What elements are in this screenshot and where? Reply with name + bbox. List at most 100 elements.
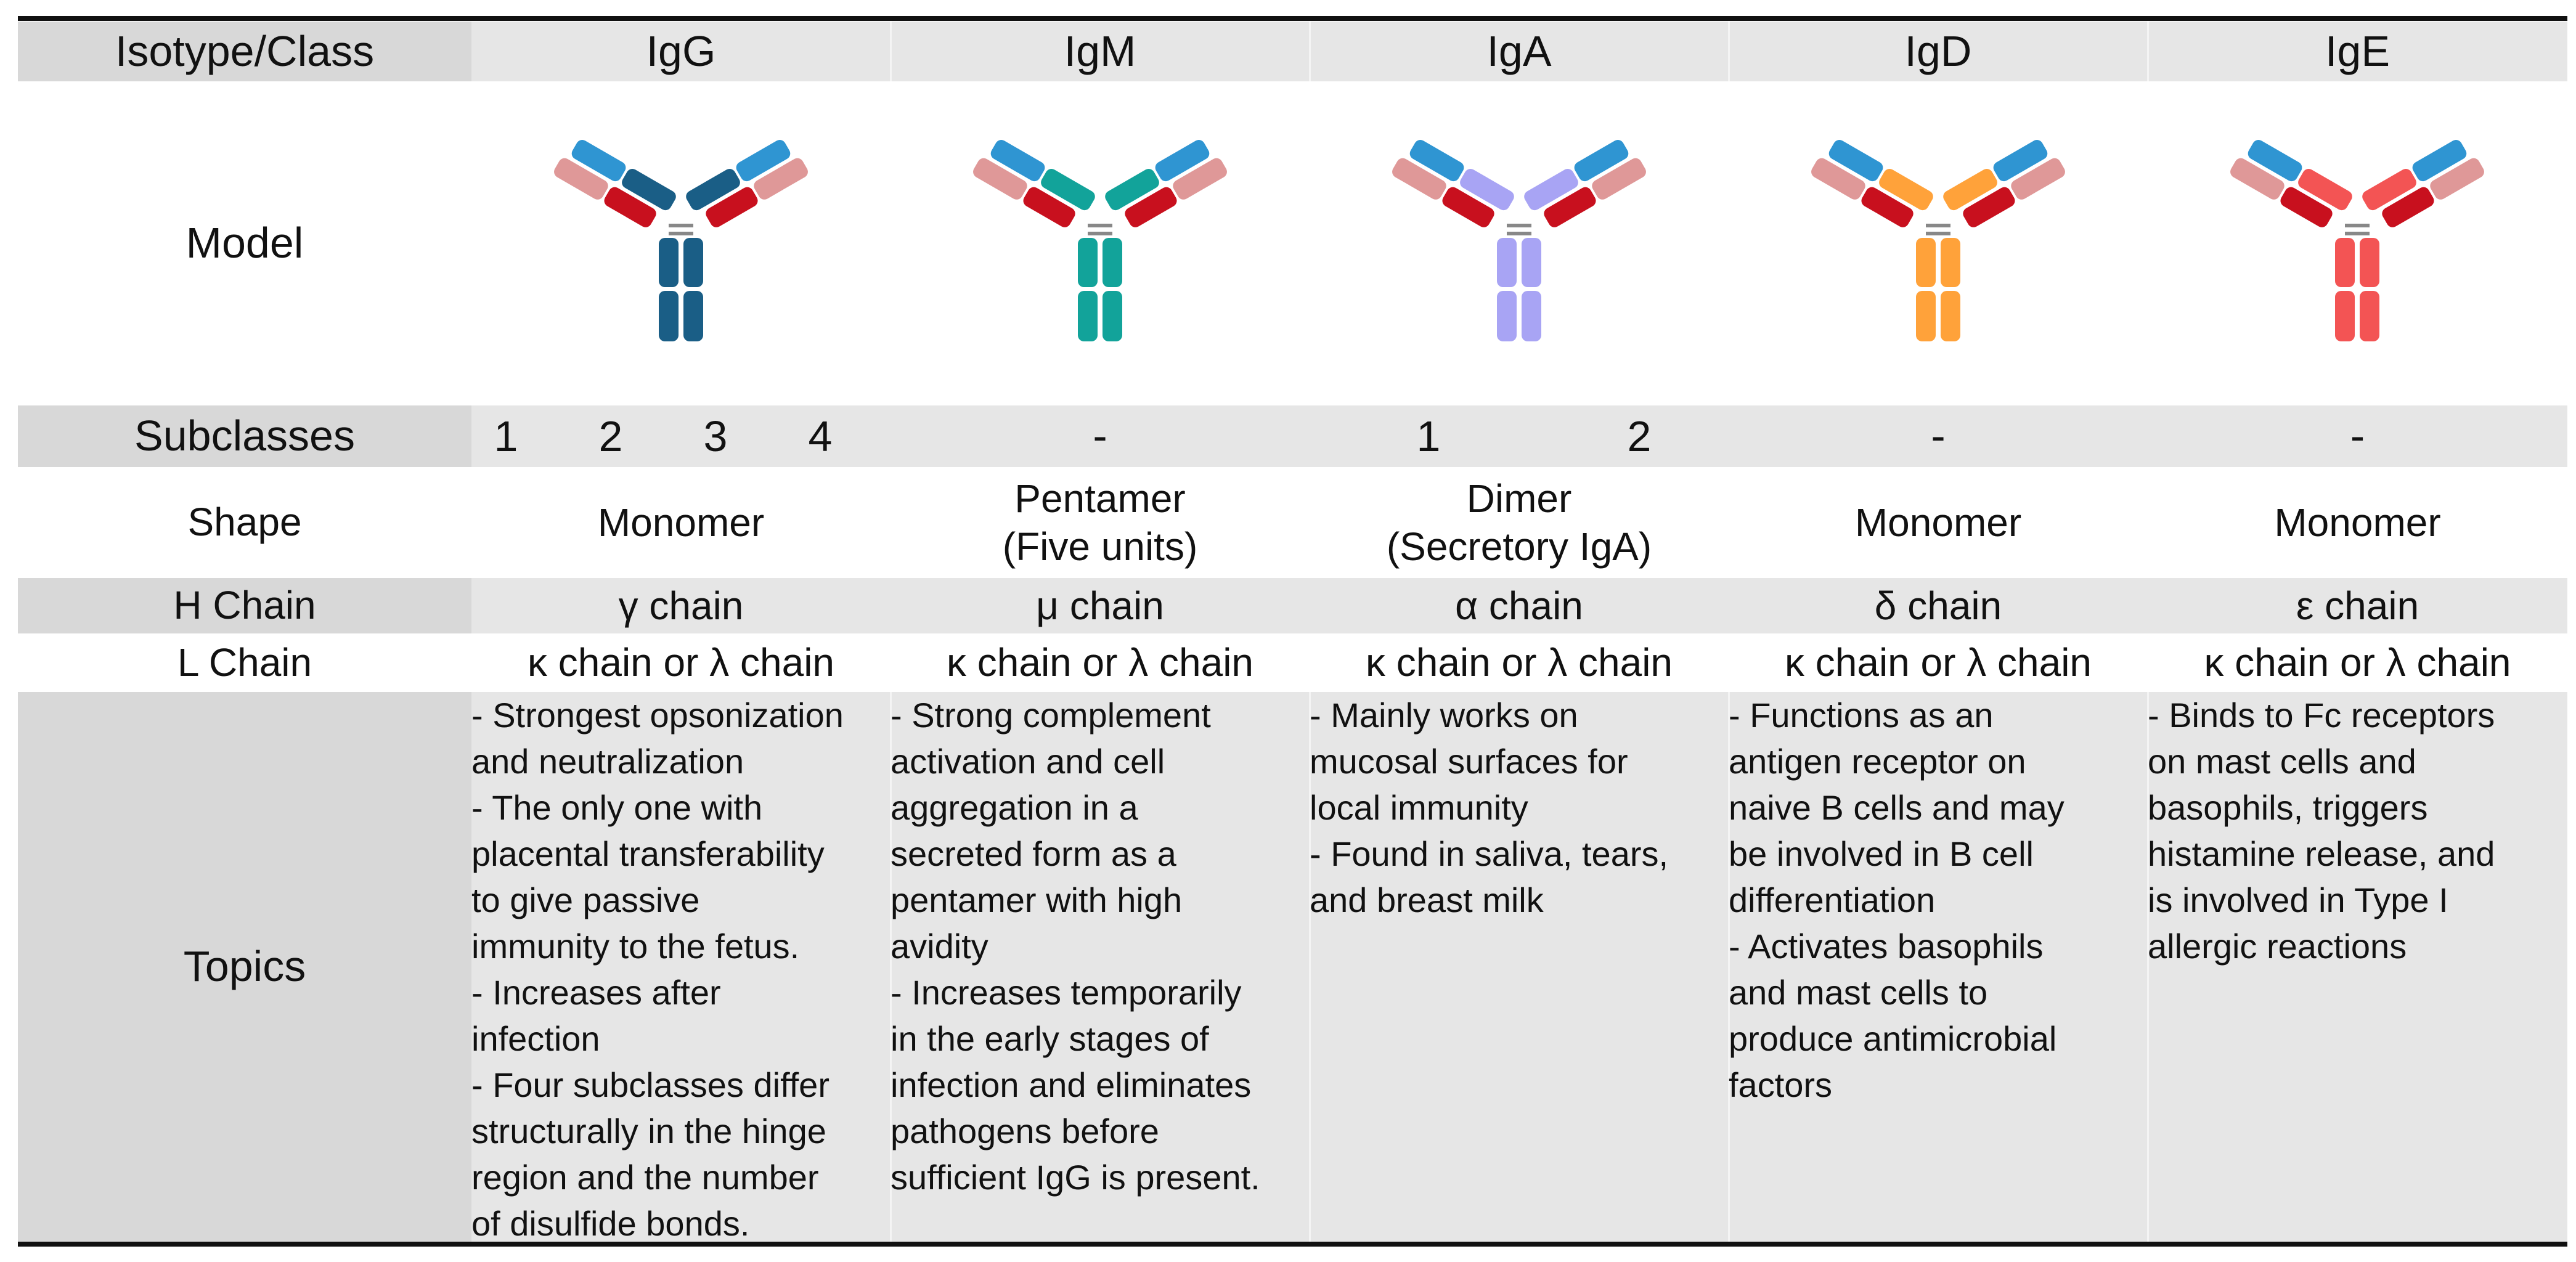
igd-isotype: IgD <box>1904 26 1972 75</box>
fc-domain <box>1078 238 1098 287</box>
disulfide-bond <box>1088 232 1112 235</box>
fc-domain <box>683 238 703 287</box>
constant-heavy-domain <box>622 169 676 211</box>
igg-antibody-model <box>554 140 808 341</box>
fc-domain <box>1103 291 1122 341</box>
disulfide-bond <box>1088 224 1112 227</box>
iga-antibody-model <box>1392 140 1646 341</box>
igm-subclass: - <box>1093 412 1107 460</box>
column-separator <box>1309 22 1311 81</box>
left-arm <box>554 140 676 227</box>
fc-domain <box>1078 291 1098 341</box>
fc-domain <box>683 291 703 341</box>
disulfide-bond <box>1926 224 1950 227</box>
header-isotype: Isotype/Class <box>18 22 471 81</box>
constant-heavy-domain <box>1879 169 1933 211</box>
constant-heavy-domain <box>2298 169 2352 211</box>
igd-hchain: δ chain <box>1874 583 2002 628</box>
constant-heavy-domain <box>686 169 740 211</box>
variable-light-domain <box>973 158 1027 200</box>
disulfide-bond <box>1507 232 1531 235</box>
right-arm <box>1524 140 1646 227</box>
disulfide-bond <box>2345 224 2370 227</box>
constant-light-domain <box>1125 187 1177 227</box>
variable-light-domain <box>1811 158 1865 200</box>
column-separator <box>890 692 892 1242</box>
constant-light-domain <box>1861 187 1914 227</box>
igm-isotype: IgM <box>1064 26 1136 75</box>
header-model: Model <box>185 219 304 267</box>
variable-light-domain <box>2011 158 2065 200</box>
igm-antibody-model <box>973 140 1227 341</box>
column-separator <box>1309 692 1311 1242</box>
iga-subclass-2: 2 <box>1627 412 1652 460</box>
bottom-rule <box>18 1242 2567 1247</box>
disulfide-bond <box>669 224 693 227</box>
constant-light-domain <box>604 187 656 227</box>
fc-domain <box>1497 291 1517 341</box>
constant-light-domain <box>2382 187 2434 227</box>
column-separator <box>2147 22 2149 81</box>
ige-subclass: - <box>2350 412 2365 460</box>
fc-domain <box>2335 291 2355 341</box>
disulfide-bond <box>2345 232 2370 235</box>
igm-lchain: κ chain or λ chain <box>946 640 1254 685</box>
fc-domain <box>659 238 679 287</box>
header-lchain: L Chain <box>177 640 312 685</box>
constant-heavy-domain <box>1524 169 1578 211</box>
iga-hchain: α chain <box>1455 583 1583 628</box>
variable-heavy-domain <box>1993 140 2048 182</box>
igm-shape: Pentamer (Five units) <box>1002 476 1198 569</box>
igg-lchain: κ chain or λ chain <box>527 640 835 685</box>
igg-hchain: γ chain <box>618 583 744 628</box>
fc-domain <box>2360 291 2379 341</box>
iga-lchain: κ chain or λ chain <box>1365 640 1673 685</box>
variable-heavy-domain <box>1574 140 1629 182</box>
fc-domain <box>1497 238 1517 287</box>
ige-shape: Monomer <box>2274 500 2441 545</box>
antibody-isotype-table: Isotype/Class Model Subclasses Shape H C… <box>18 0 2567 1262</box>
constant-heavy-domain <box>1105 169 1159 211</box>
constant-heavy-domain <box>2362 169 2416 211</box>
top-rule <box>18 16 2567 21</box>
variable-light-domain <box>1592 158 1646 200</box>
right-arm <box>1943 140 2065 227</box>
right-arm <box>686 140 808 227</box>
iga-shape: Dimer (Secretory IgA) <box>1386 476 1652 569</box>
fc-domain <box>1522 291 1541 341</box>
constant-light-domain <box>706 187 758 227</box>
fc-domain <box>1103 238 1122 287</box>
variable-light-domain <box>1173 158 1227 200</box>
disulfide-bond <box>1926 232 1950 235</box>
variable-heavy-domain <box>1155 140 1210 182</box>
igg-subclass-2: 2 <box>598 412 623 460</box>
igm-topics: - Strong complement activation and cell … <box>891 696 1260 1197</box>
variable-heavy-domain <box>990 140 1045 182</box>
constant-light-domain <box>1023 187 1075 227</box>
iga-isotype: IgA <box>1486 26 1552 75</box>
fc-domain <box>1916 238 1936 287</box>
header-shape: Shape <box>187 500 302 545</box>
fc-domain <box>659 291 679 341</box>
column-separator <box>890 22 892 81</box>
igd-lchain: κ chain or λ chain <box>1784 640 2092 685</box>
variable-heavy-domain <box>2412 140 2467 182</box>
variable-heavy-domain <box>736 140 791 182</box>
igg-subclass-4: 4 <box>808 412 833 460</box>
ige-hchain: ε chain <box>2296 583 2419 628</box>
variable-light-domain <box>2230 158 2285 200</box>
variable-heavy-domain <box>1828 140 1883 182</box>
variable-heavy-domain <box>1409 140 1464 182</box>
column-separator <box>1728 692 1730 1242</box>
igg-subclass-3: 3 <box>703 412 728 460</box>
igm-hchain: μ chain <box>1036 583 1164 628</box>
constant-light-domain <box>1544 187 1596 227</box>
variable-heavy-domain <box>2248 140 2302 182</box>
constant-heavy-domain <box>1943 169 1997 211</box>
fc-domain <box>2360 238 2379 287</box>
iga-topics: - Mainly works on mucosal surfaces for l… <box>1310 696 1669 919</box>
header-hchain: H Chain <box>18 578 471 633</box>
right-arm <box>2362 140 2484 227</box>
column-separator <box>2147 692 2149 1242</box>
fc-domain <box>2335 238 2355 287</box>
